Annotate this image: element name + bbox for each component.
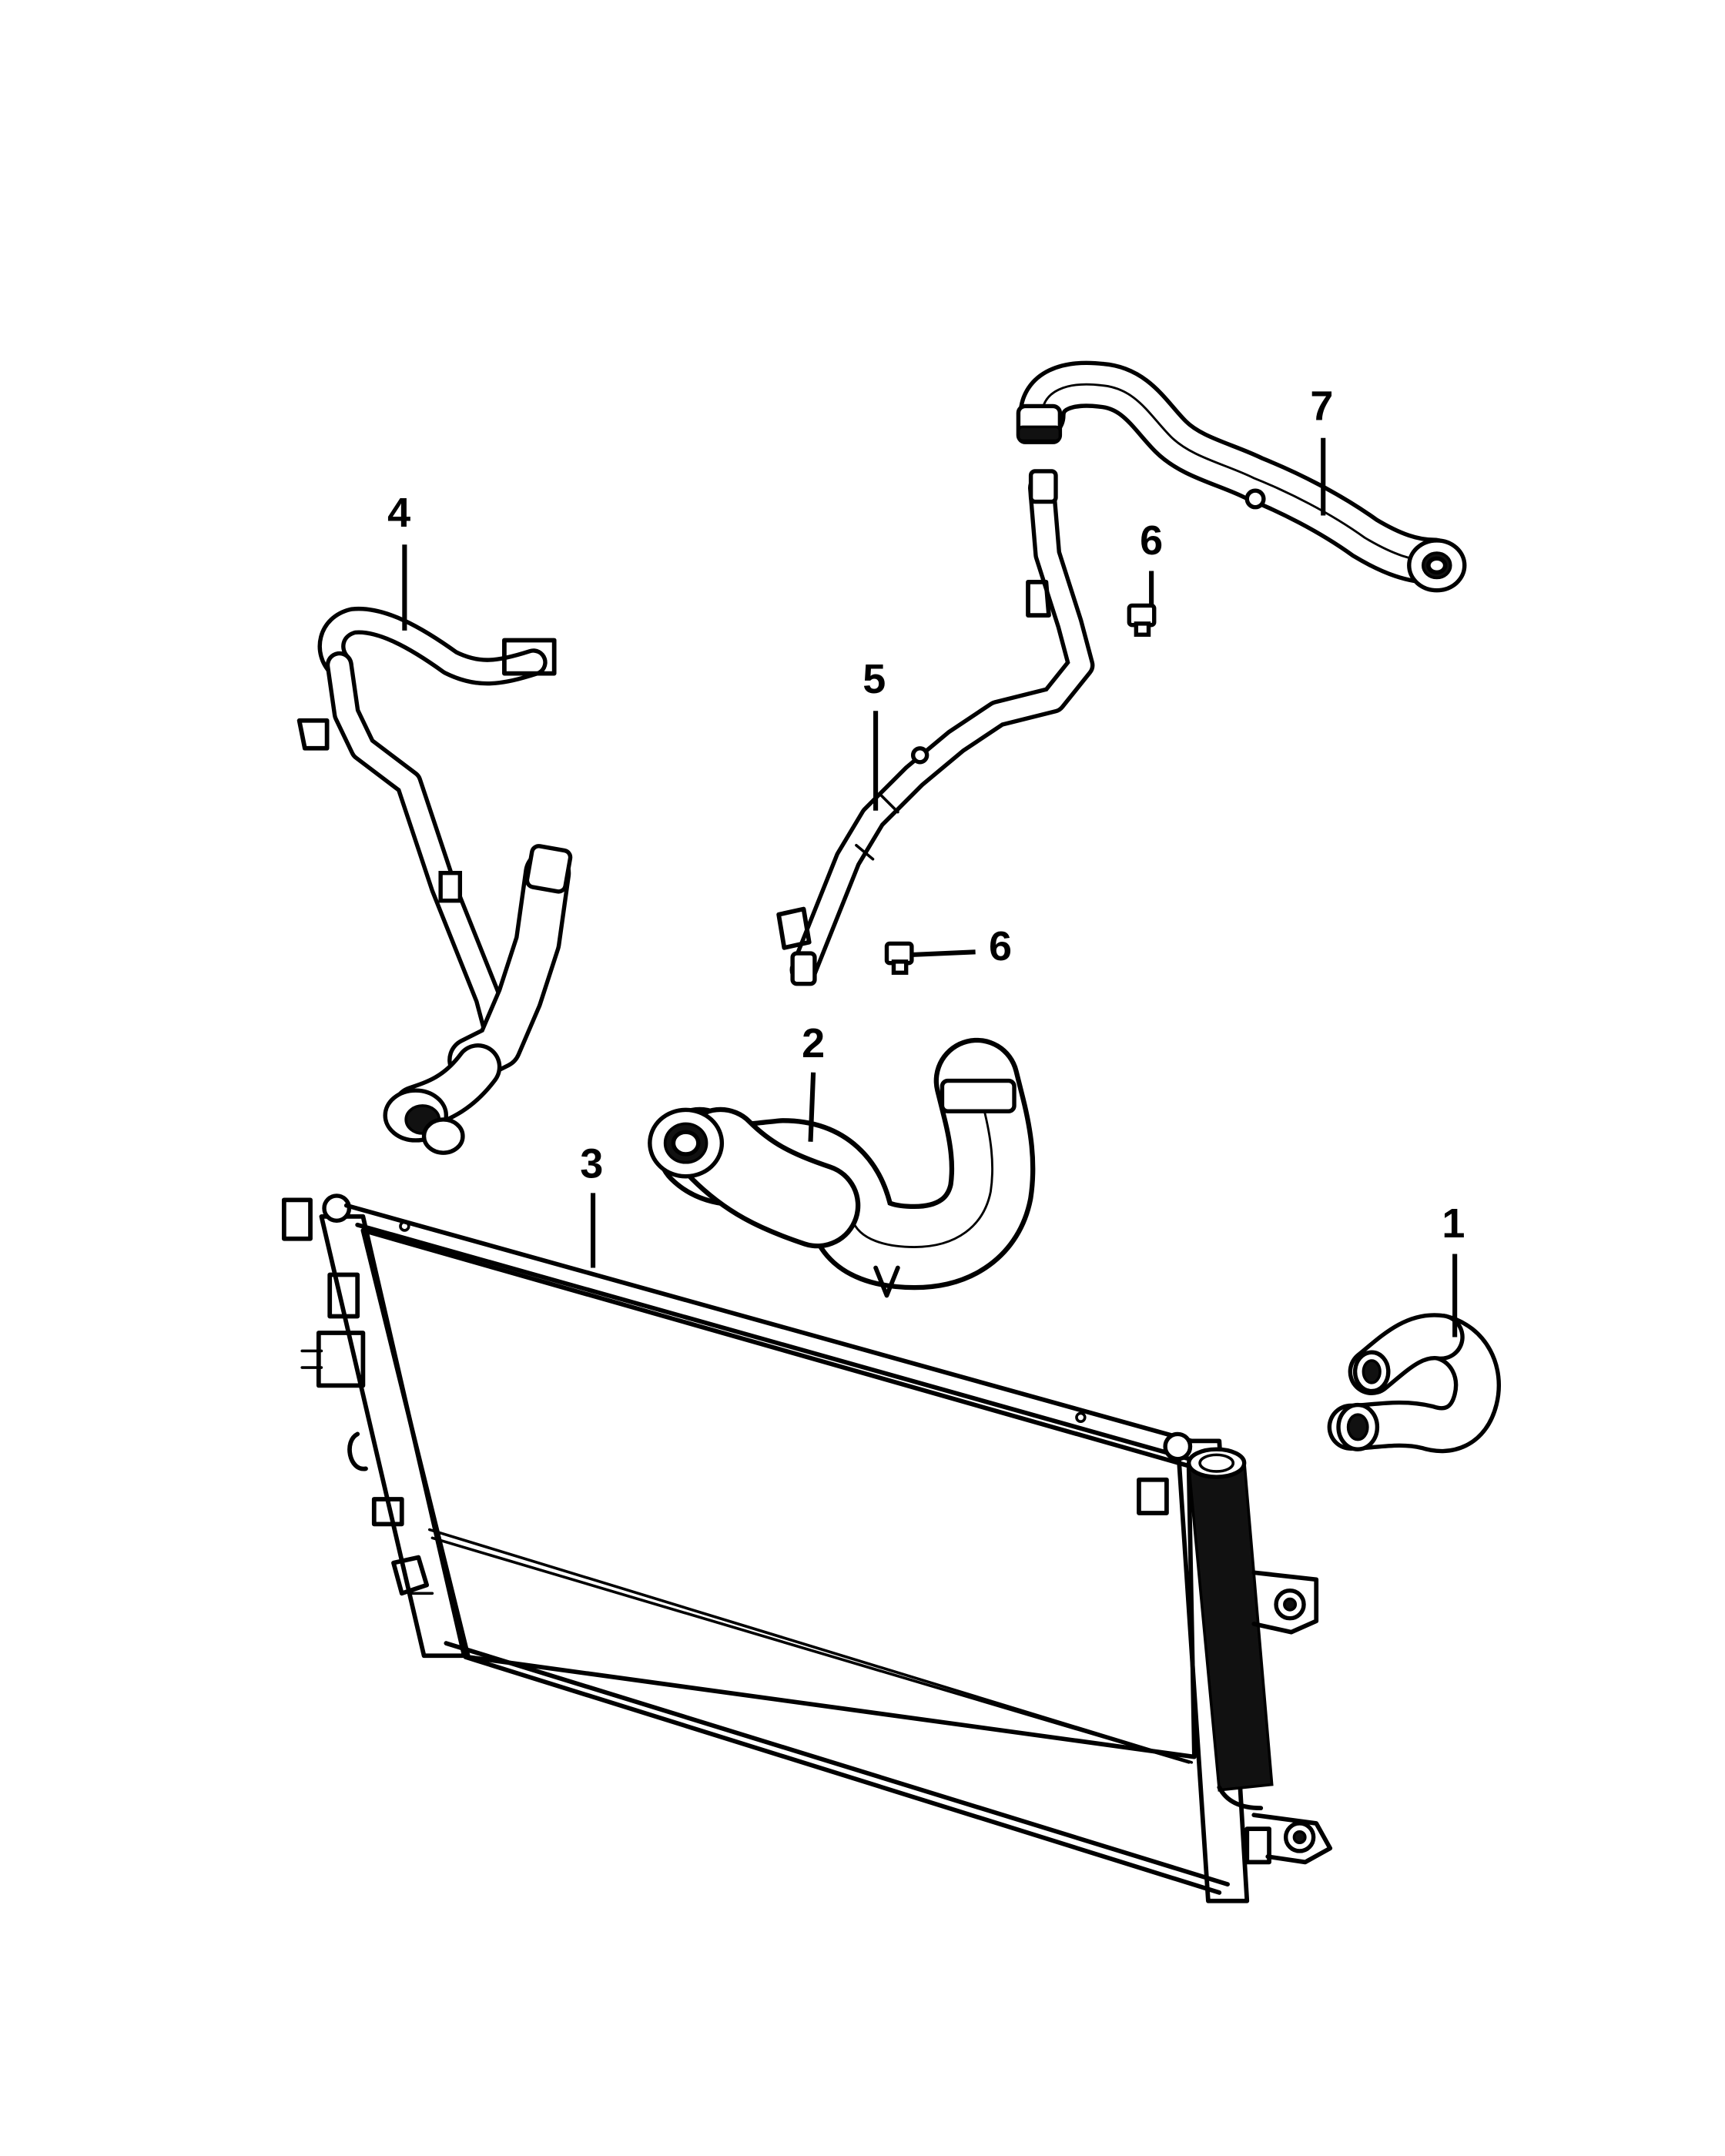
hose-2 <box>648 1037 1036 1298</box>
tube-5 <box>776 469 1095 986</box>
callout-label-7: 7 <box>1310 383 1333 429</box>
hose-7 <box>1016 360 1467 593</box>
bolt-6-upper <box>1127 603 1157 637</box>
callout-label-2: 2 <box>802 1020 825 1066</box>
bolt-6-lower <box>884 941 914 975</box>
callout-label-5: 5 <box>862 656 886 702</box>
callout-label-4: 4 <box>387 490 410 536</box>
callout-label-3: 3 <box>580 1141 603 1187</box>
radiator <box>281 1194 1333 1903</box>
callout-2: 2 <box>802 1020 825 1142</box>
callout-1: 1 <box>1442 1200 1465 1337</box>
callout-5: 5 <box>862 656 886 811</box>
callout-label-6-lower: 6 <box>989 923 1012 969</box>
hose-1 <box>1327 1313 1501 1454</box>
callout-6-lower: 6 <box>913 923 1012 969</box>
callout-4: 4 <box>387 490 410 631</box>
callout-3: 3 <box>580 1141 603 1268</box>
callout-7: 7 <box>1310 383 1333 516</box>
callout-label-1: 1 <box>1442 1200 1465 1247</box>
callout-label-6-upper: 6 <box>1140 517 1163 564</box>
hose-4 <box>296 606 573 1155</box>
callout-6-upper: 6 <box>1140 517 1163 606</box>
